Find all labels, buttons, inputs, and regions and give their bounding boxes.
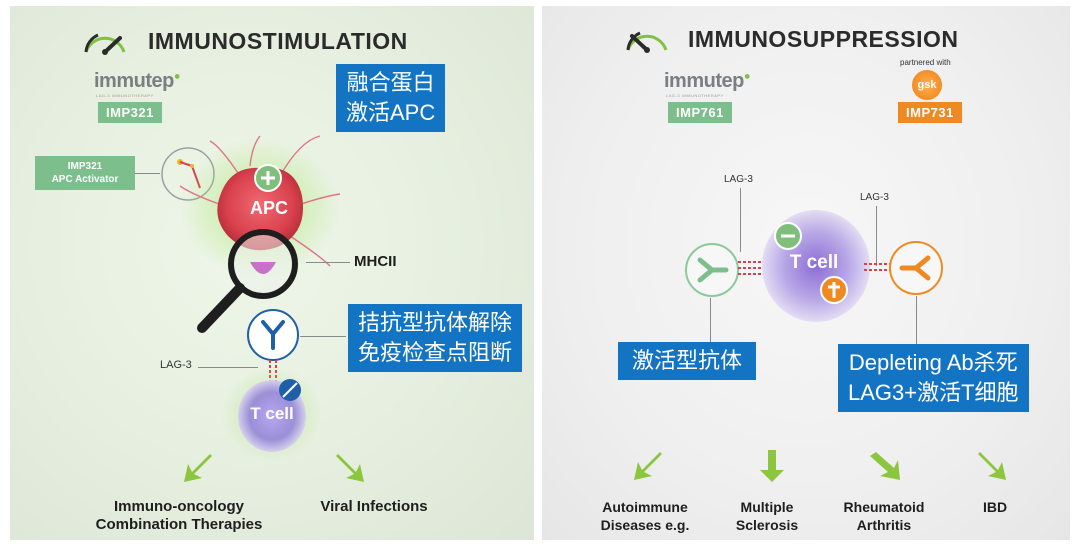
- logo-text: immutep: [664, 70, 744, 92]
- down-arrow-icon: [184, 454, 212, 482]
- cross-icon: [820, 276, 848, 304]
- plus-icon: [254, 164, 282, 192]
- antibody-icon: [889, 241, 943, 295]
- gsk-logo: gsk: [912, 70, 942, 100]
- lag3-receptor-icon: [738, 261, 772, 275]
- outcome-ibd: IBD: [982, 499, 1008, 515]
- outcome-immuno-oncology: Immuno-oncology Combination Therapies: [95, 498, 263, 533]
- cross-icon: [279, 379, 301, 401]
- lag3-label: LAG-3: [160, 359, 192, 371]
- antibody-icon: [247, 309, 299, 361]
- connector-line: [740, 188, 741, 252]
- immutep-logo: immutep●: [94, 70, 181, 93]
- outcome-multiple-sclerosis: Multiple Sclerosis: [735, 499, 799, 533]
- lag3-label-left: LAG-3: [724, 174, 753, 185]
- magnifier-icon: [197, 229, 298, 333]
- connector-line: [135, 173, 160, 174]
- connector-line: [300, 336, 346, 337]
- gauge-low-icon: [626, 31, 668, 53]
- down-arrow-icon: [870, 452, 900, 480]
- logo-dot-icon: ●: [743, 70, 751, 83]
- product-tag-imp761: IMP761: [668, 102, 732, 123]
- panel-title: IMMUNOSUPPRESSION: [688, 26, 959, 52]
- activator-label: IMP321 APC Activator: [35, 156, 135, 190]
- logo-dot-icon: ●: [173, 70, 181, 83]
- callout-antagonist-antibody: 拮抗型抗体解除 免疫检查点阻断: [348, 304, 523, 372]
- mhc-label: MHCII: [354, 253, 397, 270]
- outcome-viral-infections: Viral Infections: [320, 498, 428, 515]
- outcome-autoimmune: Autoimmune Diseases e.g.: [600, 499, 690, 533]
- connector-line: [710, 298, 711, 344]
- t-cell-label: T cell: [789, 252, 839, 273]
- logo-subtext: LAG-3 IMMUNOTHERAPY: [96, 93, 154, 98]
- down-arrow-icon: [336, 454, 364, 482]
- down-arrow-icon: [760, 450, 784, 482]
- down-arrow-icon: [978, 452, 1006, 480]
- logo-text: immutep: [94, 70, 174, 92]
- connector-line: [916, 296, 917, 344]
- gauge-high-icon: [84, 33, 126, 55]
- callout-depleting-antibody: Depleting Ab杀死 LAG3+激活T细胞: [838, 344, 1029, 412]
- connector-line: [876, 206, 877, 266]
- product-tag-imp321: IMP321: [98, 102, 162, 123]
- logo-subtext: LAG-3 IMMUNOTHERAPY: [666, 93, 724, 98]
- immunosuppression-panel: IMMUNOSUPPRESSION immutep● LAG-3 IMMUNOT…: [542, 6, 1070, 540]
- t-cell-label: T cell: [250, 404, 294, 423]
- immutep-logo: immutep●: [664, 70, 751, 93]
- down-arrow-icon: [634, 452, 662, 480]
- callout-fusion-protein: 融合蛋白 激活APC: [336, 64, 446, 132]
- partner-text: partnered with: [900, 58, 951, 67]
- product-tag-imp731: IMP731: [898, 102, 962, 123]
- apc-label: APC: [249, 198, 288, 218]
- minus-icon: [774, 222, 802, 250]
- callout-agonist-antibody: 激活型抗体: [618, 342, 757, 380]
- outcome-rheumatoid-arthritis: Rheumatoid Arthritis: [843, 499, 925, 533]
- lag3-label-right: LAG-3: [860, 192, 889, 203]
- connector-line: [198, 367, 258, 368]
- panel-title: IMMUNOSTIMULATION: [148, 28, 408, 54]
- apc-cell: [179, 135, 341, 278]
- antibody-icon: [685, 243, 739, 297]
- connector-line: [306, 262, 350, 263]
- immunostimulation-panel: IMMUNOSTIMULATION immutep● LAG-3 IMMUNOT…: [10, 6, 534, 540]
